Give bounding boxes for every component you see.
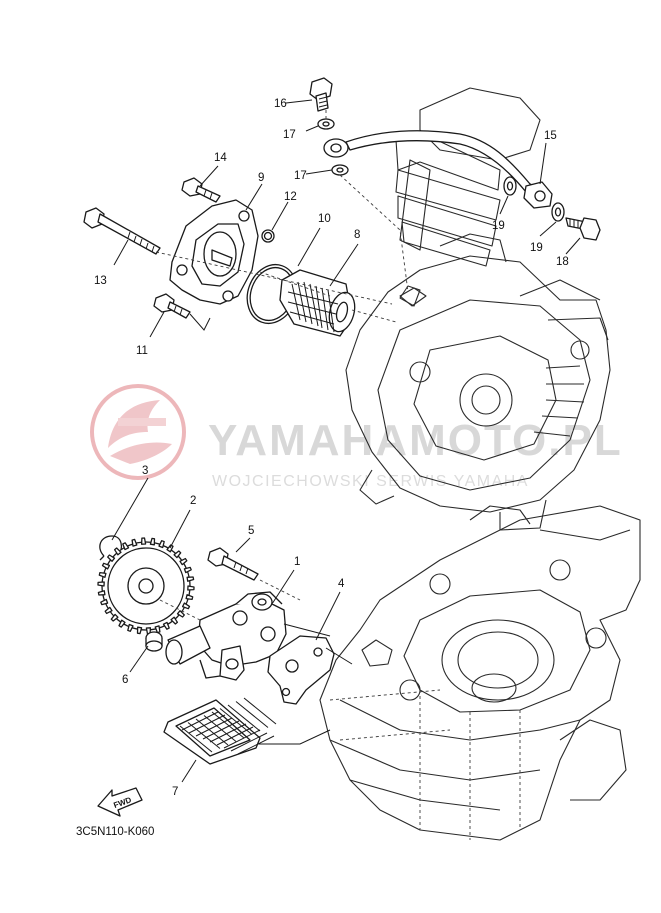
callout-5: 5: [248, 525, 254, 537]
gear-tooth: [110, 613, 119, 622]
part-19-gasket-left[interactable]: [503, 176, 517, 196]
part-2-oil-pump-gear[interactable]: [97, 537, 195, 635]
gear-tooth: [166, 544, 174, 553]
watermark-logo: [90, 384, 186, 480]
gear-tooth: [170, 616, 179, 625]
strainer-mesh-line: [187, 722, 221, 749]
watermark-tagline: WOJCIECHOWSKI SERWIS YAMAHA: [212, 473, 529, 490]
part-8-oil-filter-element[interactable]: [279, 269, 359, 337]
part-12-o-ring-small[interactable]: [261, 229, 275, 243]
callout-8: 8: [354, 229, 360, 241]
strainer-mesh-line: [230, 732, 268, 752]
gear-tooth: [176, 610, 185, 618]
gear-tooth: [97, 581, 105, 587]
callout-7: 7: [172, 786, 178, 798]
part-1-oil-pump-assembly[interactable]: [165, 591, 287, 681]
callout-10: 10: [318, 213, 331, 225]
gear-tooth: [107, 554, 116, 562]
assembly-lines: [111, 99, 581, 783]
strainer-mesh-line: [195, 718, 229, 746]
callout-15: 15: [544, 130, 557, 142]
gear-tooth: [131, 538, 138, 547]
gear-tooth: [185, 594, 194, 601]
part-16-union-bolt[interactable]: [309, 77, 333, 112]
gear-tooth: [187, 585, 195, 591]
gear-tooth: [118, 619, 126, 628]
callout-2: 2: [190, 495, 196, 507]
callout-labels: 16 17 17 15 19 19 18 14 9 12 10 8 13 11 …: [94, 98, 569, 798]
fwd-arrow: FWD: [97, 787, 143, 817]
callout-12: 12: [284, 191, 297, 203]
gear-tooth: [98, 571, 107, 578]
strainer-mesh-line: [203, 715, 237, 742]
callout-18: 18: [556, 256, 569, 268]
callout-14: 14: [214, 152, 227, 164]
gear-tooth: [162, 621, 170, 630]
callout-9: 9: [258, 172, 264, 184]
callout-3: 3: [142, 465, 148, 477]
callout-1: 1: [294, 556, 300, 568]
part-5-bolt[interactable]: [207, 547, 259, 581]
callout-6: 6: [122, 674, 128, 686]
callout-19-right: 19: [530, 242, 543, 254]
strainer-mesh-line: [237, 735, 275, 755]
strainer-mesh-line: [179, 725, 213, 753]
gear-tooth: [104, 606, 113, 615]
gear-tooth: [136, 626, 143, 635]
callout-16: 16: [274, 98, 287, 110]
part-17-gasket-upper[interactable]: [317, 118, 335, 130]
gear-tooth: [179, 557, 188, 566]
part-19-gasket-right[interactable]: [551, 202, 565, 222]
gear-tooth: [149, 537, 156, 546]
strainer-mesh-line: [209, 723, 247, 743]
gear-tooth: [173, 550, 182, 559]
watermark: YAMAHAMOTO.PL WOJCIECHOWSKI SERWIS YAMAH…: [90, 384, 623, 490]
part-17-gasket-lower[interactable]: [331, 164, 349, 176]
part-7-oil-strainer[interactable]: [163, 697, 277, 765]
part-13-long-bolt[interactable]: [83, 207, 161, 255]
strainer-mesh-line: [223, 729, 261, 749]
callout-13: 13: [94, 275, 107, 287]
gear-tooth: [100, 598, 109, 606]
gear-tooth: [140, 537, 147, 545]
part-9-oil-filter-cover[interactable]: [169, 199, 259, 305]
crankcase-upper: [345, 87, 611, 531]
callout-19-left: 19: [492, 220, 505, 232]
strainer-mesh-line: [235, 701, 269, 728]
part-15-oil-delivery-pipe[interactable]: [323, 130, 553, 209]
gear-tooth: [97, 590, 106, 596]
gear-tooth: [127, 623, 134, 632]
strainer-mesh-line: [216, 726, 254, 746]
callout-17-upper: 17: [283, 129, 296, 141]
strainer-mesh-line: [181, 711, 219, 731]
gear-tooth: [101, 562, 111, 570]
strainer-mesh-line: [195, 717, 233, 737]
gear-tooth: [186, 576, 195, 582]
strainer-mesh-line: [202, 720, 240, 740]
part-6-pin[interactable]: [145, 631, 163, 652]
part-11-bolt[interactable]: [153, 293, 191, 319]
gear-tooth: [183, 566, 192, 574]
watermark-brand: YAMAHAMOTO.PL: [208, 416, 623, 465]
diagram-code: 3C5N110-K060: [76, 826, 154, 838]
gear-tooth: [113, 547, 122, 556]
strainer-mesh-line: [227, 704, 261, 732]
part-14-bolt[interactable]: [181, 177, 221, 203]
callout-11: 11: [136, 345, 148, 357]
crankcase-lower: [319, 505, 641, 841]
gear-tooth: [122, 542, 130, 551]
callout-4: 4: [338, 578, 345, 590]
part-18-union-bolt[interactable]: [565, 217, 601, 241]
gear-tooth: [158, 540, 165, 549]
strainer-mesh-line: [243, 697, 277, 725]
gear-tooth: [181, 602, 191, 610]
callout-17-lower: 17: [294, 170, 307, 182]
